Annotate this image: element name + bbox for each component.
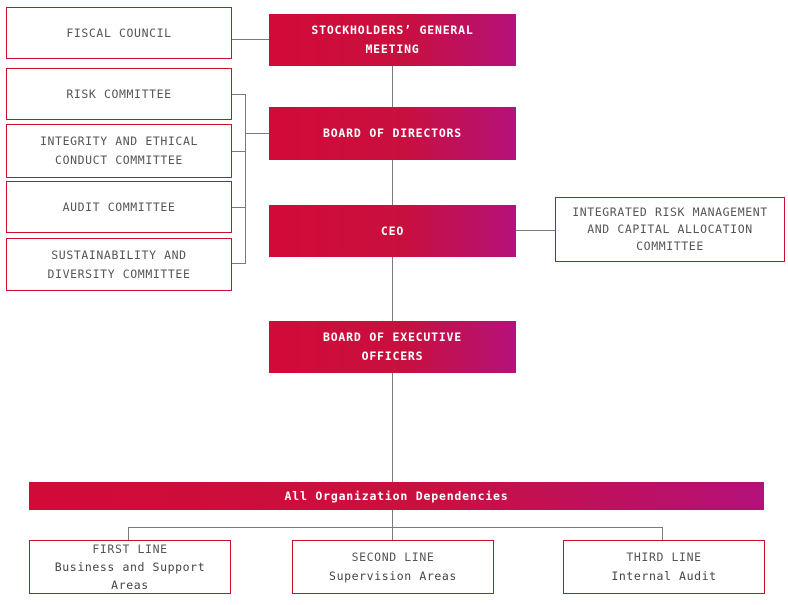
second-line-title: SECOND LINE	[351, 550, 435, 564]
all-organization-banner: All Organization Dependencies	[29, 482, 764, 510]
sustainability-committee-box: SUSTAINABILITY AND DIVERSITY COMMITTEE	[6, 238, 232, 291]
first-line-subtitle: Business and Support Areas	[54, 560, 206, 592]
second-line-subtitle: Supervision Areas	[329, 569, 457, 583]
integrated-risk-committee-label: INTEGRATED RISK MANAGEMENT AND CAPITAL A…	[572, 205, 768, 253]
second-line-box: SECOND LINE Supervision Areas	[292, 540, 494, 594]
connector-fiscal-stockholders	[231, 39, 269, 40]
sustainability-committee-label: SUSTAINABILITY AND DIVERSITY COMMITTEE	[47, 247, 191, 281]
stockholders-meeting-label: STOCKHOLDERS’ GENERAL MEETING	[311, 23, 474, 56]
connector-sustainability-bracket	[231, 263, 245, 264]
third-line-title: THIRD LINE	[626, 550, 702, 564]
first-line-title: FIRST LINE	[92, 542, 168, 556]
board-of-executive-officers-label: BOARD OF EXECUTIVE OFFICERS	[322, 330, 463, 363]
risk-committee-box: RISK COMMITTEE	[6, 68, 232, 120]
risk-committee-label: RISK COMMITTEE	[66, 86, 172, 101]
connector-main-vertical	[392, 65, 393, 483]
board-of-executive-officers-box: BOARD OF EXECUTIVE OFFICERS	[269, 321, 516, 373]
connector-first-line-drop	[128, 527, 129, 541]
ceo-box: CEO	[269, 205, 516, 257]
integrity-committee-label: INTEGRITY AND ETHICAL CONDUCT COMMITTEE	[40, 134, 198, 167]
third-line-box: THIRD LINE Internal Audit	[563, 540, 765, 594]
integrated-risk-committee-box: INTEGRATED RISK MANAGEMENT AND CAPITAL A…	[555, 197, 785, 262]
board-of-directors-box: BOARD OF DIRECTORS	[269, 107, 516, 160]
connector-committees-bracket	[245, 94, 246, 264]
first-line-box: FIRST LINE Business and Support Areas	[29, 540, 231, 594]
connector-ceo-risk-committee	[516, 230, 555, 231]
connector-audit-bracket	[231, 207, 245, 208]
connector-lines-horizontal	[128, 527, 662, 528]
all-organization-label: All Organization Dependencies	[284, 488, 509, 503]
connector-integrity-bracket	[231, 151, 245, 152]
audit-committee-label: AUDIT COMMITTEE	[62, 199, 176, 214]
connector-second-line-drop	[392, 527, 393, 541]
fiscal-council-label: FISCAL COUNCIL	[66, 25, 172, 40]
connector-bracket-board	[245, 133, 269, 134]
integrity-committee-box: INTEGRITY AND ETHICAL CONDUCT COMMITTEE	[6, 124, 232, 178]
ceo-label: CEO	[380, 223, 405, 238]
third-line-subtitle: Internal Audit	[611, 569, 717, 583]
stockholders-meeting-box: STOCKHOLDERS’ GENERAL MEETING	[269, 14, 516, 66]
board-of-directors-label: BOARD OF DIRECTORS	[322, 126, 463, 140]
fiscal-council-box: FISCAL COUNCIL	[6, 7, 232, 59]
audit-committee-box: AUDIT COMMITTEE	[6, 181, 232, 233]
connector-risk-bracket	[231, 94, 245, 95]
connector-third-line-drop	[662, 527, 663, 541]
connector-banner-down	[392, 509, 393, 528]
